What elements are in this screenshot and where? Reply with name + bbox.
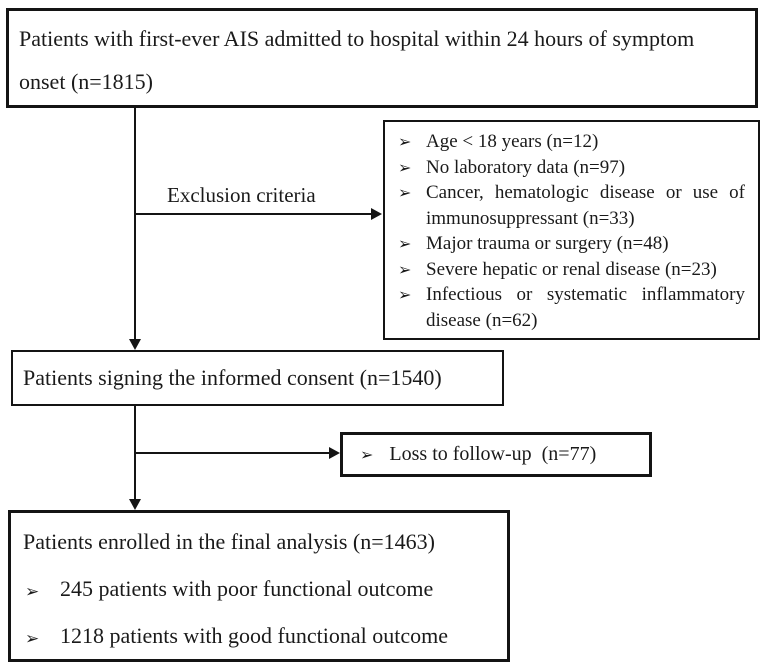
connector-horizontal-exclusion bbox=[135, 213, 373, 215]
exclusion-item: ➢ Major trauma or surgery (n=48) bbox=[385, 231, 752, 257]
exclusion-item-text: Cancer, hematologic disease or use of im… bbox=[426, 182, 745, 229]
exclusion-item: ➢ Age < 18 years (n=12) bbox=[385, 129, 752, 155]
final-analysis-item: ➢ 245 patients with poor functional outco… bbox=[23, 570, 499, 608]
box-informed-consent: Patients signing the informed consent (n… bbox=[11, 350, 504, 406]
loss-to-followup-row: ➢ Loss to follow-up (n=77) bbox=[343, 435, 649, 474]
exclusion-criteria-label: Exclusion criteria bbox=[167, 183, 316, 207]
exclusion-item-text: Infectious or systematic inflammatory di… bbox=[426, 284, 745, 331]
box-final-analysis: Patients enrolled in the final analysis … bbox=[8, 510, 510, 662]
exclusion-item-text: No laboratory data (n=97) bbox=[426, 156, 626, 178]
box-exclusion-criteria: ➢ Age < 18 years (n=12) ➢ No laboratory da… bbox=[383, 120, 760, 340]
exclusion-item: ➢ Infectious or systematic inflammatory d… bbox=[385, 282, 752, 333]
arrowhead-down-icon-1 bbox=[129, 339, 141, 350]
box-loss-to-followup: ➢ Loss to follow-up (n=77) bbox=[340, 432, 652, 477]
connector-vertical-1 bbox=[134, 108, 136, 340]
final-analysis-title: Patients enrolled in the final analysis … bbox=[23, 529, 435, 554]
exclusion-item-text: Age < 18 years (n=12) bbox=[426, 131, 599, 152]
bullet-arrow-icon: ➢ bbox=[25, 582, 40, 602]
informed-consent-text: Patients signing the informed consent (n… bbox=[23, 365, 442, 390]
bullet-arrow-icon: ➢ bbox=[25, 629, 40, 649]
bullet-arrow-icon: ➢ bbox=[398, 157, 412, 177]
arrowhead-right-icon-1 bbox=[371, 208, 382, 220]
arrowhead-down-icon-2 bbox=[129, 499, 141, 510]
loss-to-followup-text: Loss to follow-up (n=77) bbox=[389, 443, 597, 465]
exclusion-item: ➢ No laboratory data (n=97) bbox=[385, 155, 752, 181]
exclusion-item: ➢ Severe hepatic or renal disease (n=23) bbox=[385, 257, 752, 283]
admitted-patients-text: Patients with first-ever AIS admitted to… bbox=[19, 26, 695, 94]
bullet-arrow-icon: ➢ bbox=[398, 132, 412, 151]
bullet-arrow-icon: ➢ bbox=[360, 445, 374, 464]
box-admitted-patients: Patients with first-ever AIS admitted to… bbox=[6, 8, 758, 108]
exclusion-item-text: Severe hepatic or renal disease (n=23) bbox=[426, 258, 717, 280]
connector-horizontal-loss bbox=[135, 452, 331, 454]
bullet-arrow-icon: ➢ bbox=[398, 183, 412, 202]
exclusion-item-text: Major trauma or surgery (n=48) bbox=[426, 233, 669, 254]
final-analysis-item-text: 245 patients with poor functional outcom… bbox=[60, 576, 434, 601]
bullet-arrow-icon: ➢ bbox=[398, 234, 412, 253]
arrowhead-right-icon-2 bbox=[329, 447, 340, 459]
final-analysis-item: ➢ 1218 patients with good functional outc… bbox=[23, 617, 499, 655]
bullet-arrow-icon: ➢ bbox=[398, 259, 412, 279]
exclusion-item: ➢ Cancer, hematologic disease or use of i… bbox=[385, 180, 752, 231]
bullet-arrow-icon: ➢ bbox=[398, 285, 412, 304]
final-analysis-item-text: 1218 patients with good functional outco… bbox=[60, 623, 448, 648]
